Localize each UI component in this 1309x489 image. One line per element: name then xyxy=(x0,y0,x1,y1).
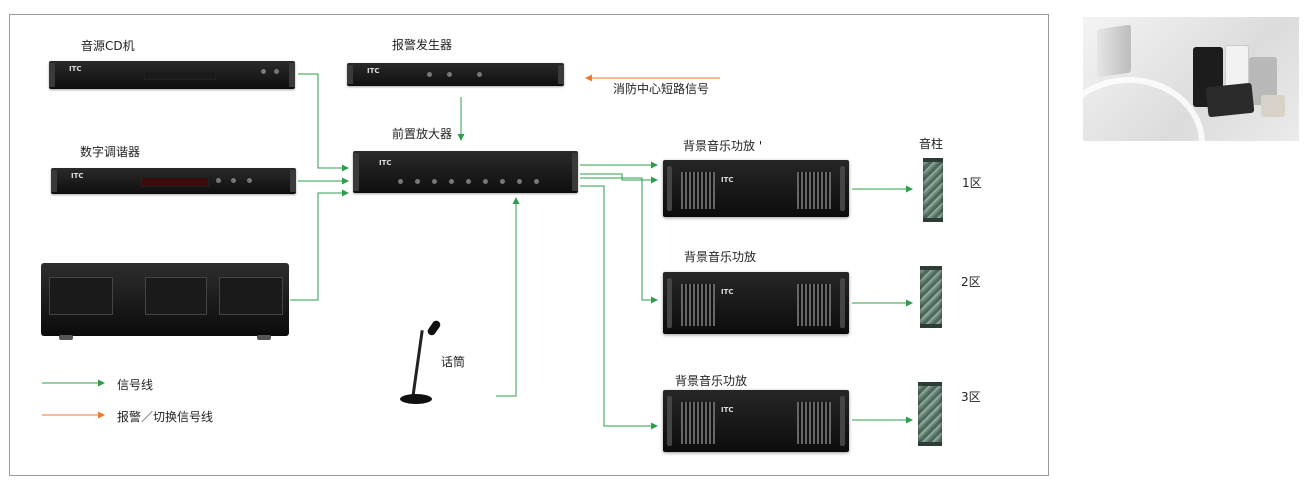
label-alarm-generator: 报警发生器 xyxy=(392,38,453,52)
bgm-amplifier-1: ITC xyxy=(663,160,849,217)
label-microphone: 话筒 xyxy=(441,355,466,369)
alarm-generator-unit: ITC xyxy=(347,63,564,86)
speaker-product-photo xyxy=(1083,17,1299,141)
label-column-speaker: 音柱 xyxy=(919,137,944,151)
tuner-unit: ITC xyxy=(51,168,296,194)
label-bgm-amp-3: 背景音乐功放 xyxy=(675,374,748,388)
label-source-cd: 音源CD机 xyxy=(81,39,135,53)
wall-speaker-icon xyxy=(1097,24,1131,78)
cassette-deck-unit xyxy=(41,263,289,340)
legend-signal-line: 信号线 xyxy=(117,378,154,392)
column-speaker-zone-3 xyxy=(918,382,942,446)
label-zone-1: 1区 xyxy=(962,176,982,190)
label-zone-3: 3区 xyxy=(961,390,981,404)
diagram-frame xyxy=(9,14,1049,476)
brand-logo: ITC xyxy=(721,176,734,184)
column-speaker-zone-1 xyxy=(923,158,943,222)
label-fire-signal: 消防中心短路信号 xyxy=(613,82,710,96)
bgm-amplifier-3: ITC xyxy=(663,390,849,452)
label-bgm-amp-2: 背景音乐功放 xyxy=(684,250,757,264)
speaker-beige-icon xyxy=(1261,95,1285,117)
preamp-unit: ITC xyxy=(353,151,578,193)
brand-logo: ITC xyxy=(69,65,82,73)
cd-player-unit: ITC xyxy=(49,61,295,89)
speaker-front-icon xyxy=(1205,82,1255,118)
brand-logo: ITC xyxy=(721,288,734,296)
brand-logo: ITC xyxy=(721,406,734,414)
brand-logo: ITC xyxy=(379,159,392,167)
label-zone-2: 2区 xyxy=(961,275,981,289)
label-tuner: 数字调谐器 xyxy=(80,145,141,159)
brand-logo: ITC xyxy=(367,67,380,75)
brand-logo: ITC xyxy=(71,172,84,180)
column-speaker-zone-2 xyxy=(920,266,942,328)
label-preamp: 前置放大器 xyxy=(392,127,453,141)
label-bgm-amp-1: 背景音乐功放 ' xyxy=(683,139,763,153)
legend-alarm-line: 报警／切换信号线 xyxy=(117,410,214,424)
bgm-amplifier-2: ITC xyxy=(663,272,849,334)
